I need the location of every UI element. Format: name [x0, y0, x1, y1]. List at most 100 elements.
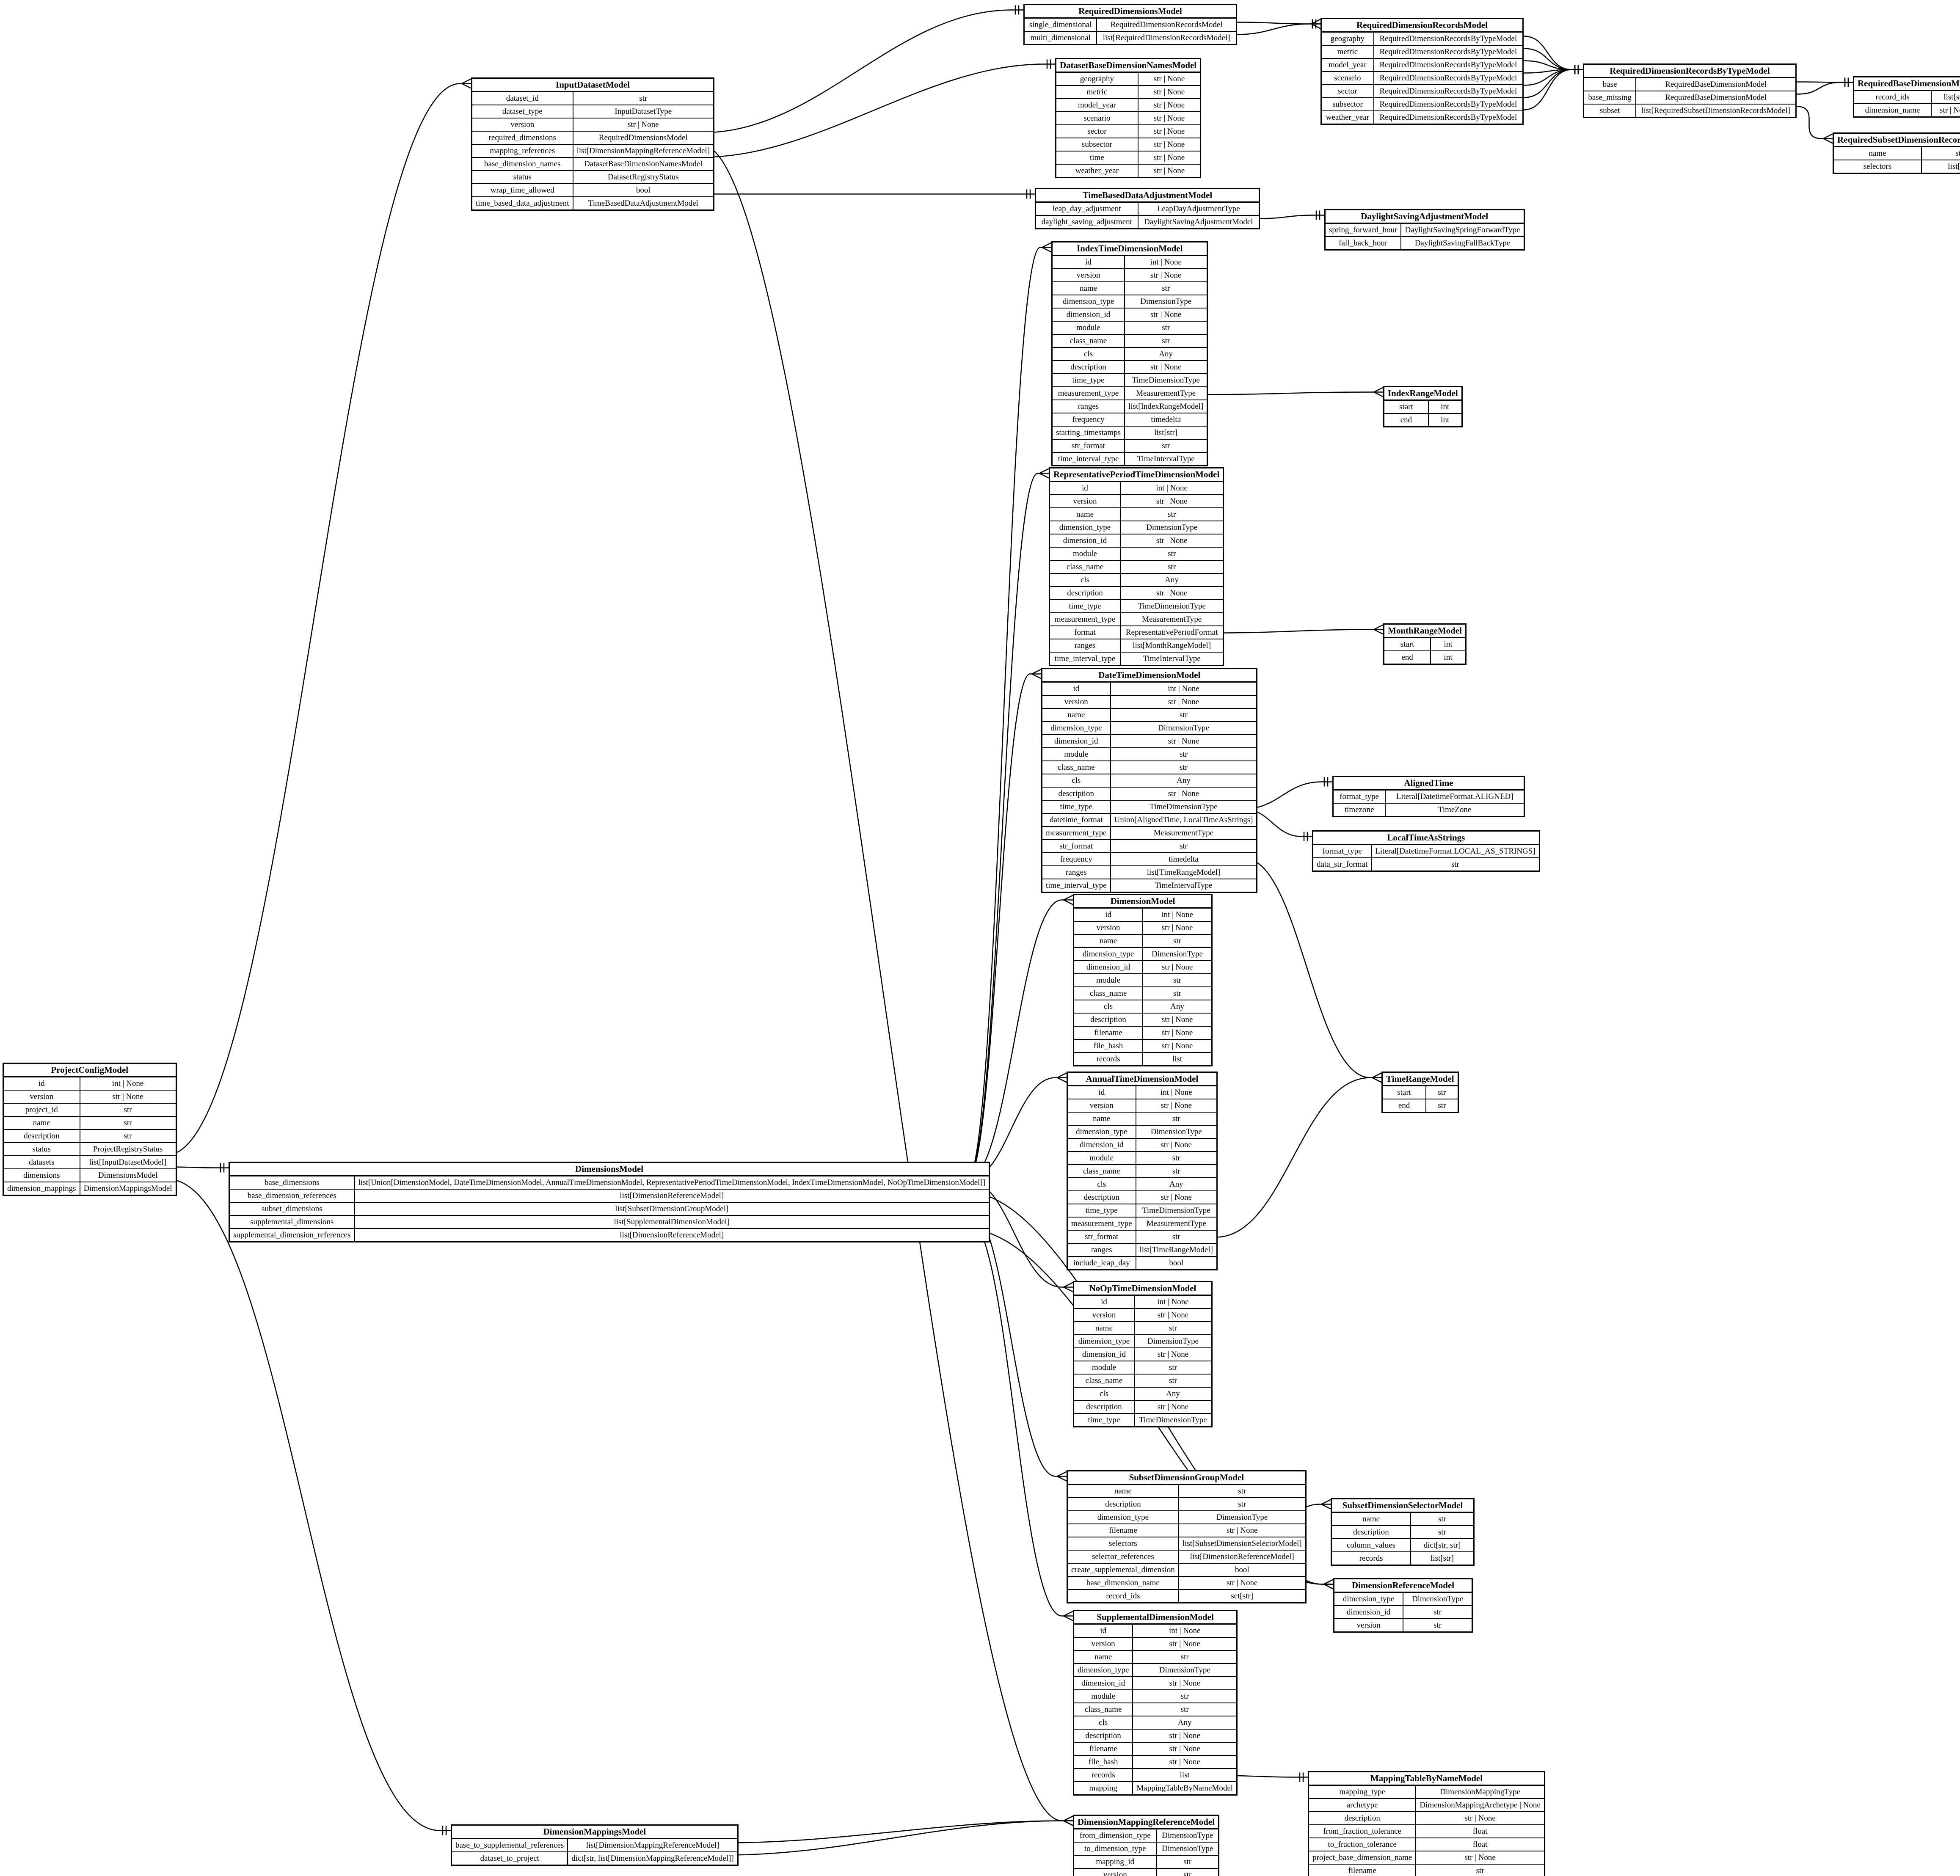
field-name: from_fraction_tolerance: [1308, 1824, 1417, 1838]
field-name: time_type: [1041, 800, 1111, 814]
field-name: id: [1067, 1085, 1136, 1099]
field-type: str: [1110, 760, 1257, 774]
field-name: create_supplemental_dimension: [1067, 1563, 1179, 1577]
field-type: Any: [1132, 1716, 1238, 1730]
field-name: ranges: [1041, 865, 1111, 879]
edge-marker-one-DimensionsModel: [218, 1163, 229, 1173]
edge-ProjectConfigModel-dimension_mappings-DimensionMappingsModel: [167, 1179, 440, 1831]
edge-ProjectConfigModel-datasets-InputDatasetModel: [167, 83, 460, 1155]
field-type: str: [1110, 747, 1257, 761]
entity-title: DimensionMappingReferenceModel: [1073, 1815, 1219, 1829]
field-type: str: [1156, 1868, 1219, 1876]
field-type: str: [1119, 547, 1224, 561]
field-name: module: [1073, 973, 1144, 987]
field-type: str: [1133, 1374, 1213, 1388]
field-type: DimensionType: [1132, 1663, 1238, 1677]
field-type: str: [1403, 1618, 1473, 1633]
field-name: to_dimension_type: [1073, 1842, 1157, 1856]
field-name: version: [1067, 1099, 1136, 1113]
field-type: int | None: [79, 1076, 177, 1091]
field-type: list[str]: [1410, 1551, 1475, 1566]
field-type: str | None: [1132, 1755, 1238, 1769]
field-name: records: [1073, 1768, 1133, 1782]
entity-title: SubsetDimensionGroupModel: [1067, 1470, 1307, 1485]
field-type: timedelta: [1110, 852, 1257, 866]
field-name: version: [1041, 695, 1111, 709]
entity-RequiredBaseDimensionModel: RequiredBaseDimensionModelrecord_idslist…: [1853, 76, 1960, 118]
edge-RequiredDimensionRecordsByTypeModel-base_missing-RequiredBaseDimensionModel: [1796, 82, 1842, 95]
edge-DimensionsModel-base_dimensions-DimensionModel: [967, 899, 1062, 1181]
field-name: model_year: [1320, 58, 1374, 72]
field-type: str | None: [1124, 268, 1208, 282]
field-type: RequiredBaseDimensionModel: [1635, 77, 1797, 91]
field-name: class_name: [1067, 1164, 1136, 1178]
field-name: project_base_dimension_name: [1308, 1851, 1417, 1865]
field-type: str: [1124, 334, 1208, 348]
field-name: geography: [1055, 72, 1139, 86]
field-type: int | None: [1119, 481, 1224, 495]
field-type: str: [1132, 1689, 1238, 1703]
field-type: str: [1110, 839, 1257, 853]
field-name: dimension_id: [1073, 1347, 1135, 1361]
field-type: str: [1142, 934, 1213, 948]
field-type: str: [1110, 708, 1257, 722]
field-type: str: [1410, 1512, 1475, 1526]
field-name: name: [1833, 146, 1922, 160]
edge-marker-many-AnnualTimeDimensionModel: [1056, 1072, 1067, 1083]
field-type: str | None: [1178, 1523, 1307, 1537]
field-type: str: [572, 91, 714, 105]
field-type: str | None: [1132, 1637, 1238, 1651]
edge-InputDatasetModel-mapping_references-DimensionMappingReferenceModel: [701, 144, 1062, 1821]
field-type: TimeZone: [1385, 803, 1525, 817]
field-type: DimensionType: [1124, 295, 1208, 309]
field-name: version: [3, 1090, 80, 1104]
field-type: str | None: [1132, 1742, 1238, 1756]
field-name: end: [1383, 413, 1429, 427]
field-name: subsector: [1055, 138, 1139, 152]
edge-RequiredDimensionRecordsModel-subsector-RequiredDimensionRecordsByTypeModel: [1523, 69, 1572, 98]
edge-marker-many-RequiredDimensionRecordsModel: [1309, 19, 1321, 29]
field-type: TimeDimensionType: [1133, 1413, 1213, 1427]
field-name: name: [1049, 507, 1121, 521]
field-name: dimension_type: [1049, 521, 1121, 534]
entity-title: NoOpTimeDimensionModel: [1073, 1281, 1213, 1296]
field-name: id: [1073, 907, 1144, 922]
